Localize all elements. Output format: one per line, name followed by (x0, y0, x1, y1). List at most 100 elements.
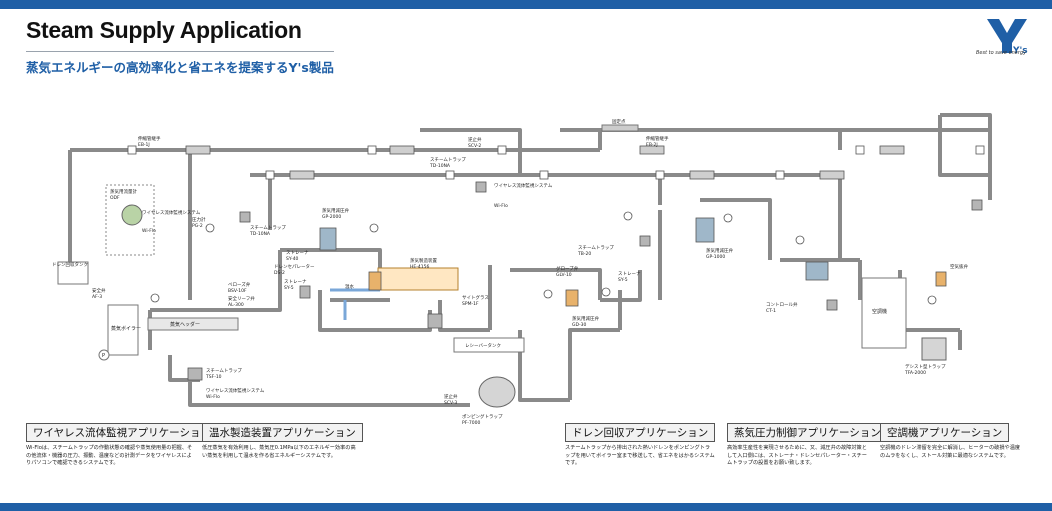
pipe-network (68, 113, 992, 407)
app-hot-water-title: 温水製造装置アプリケーション (202, 423, 363, 442)
bellows-valve-model: BSV-10F (228, 288, 247, 294)
app-drain-recovery-title: ドレン回収アプリケーション (565, 423, 716, 442)
app-wireless-desc: Wi-Floは、スチームトラップの作動状態の確認や蒸気使用量の把握、その他流体・… (26, 445, 193, 467)
steam-reducing-label: 蒸気用減圧弁 (322, 207, 349, 214)
steam-header (147, 317, 239, 331)
header-label: 蒸気ヘッダー (170, 321, 200, 328)
safety-valve-label: 安全弁 (92, 287, 106, 294)
wifio-2-label: Wi-Flo (494, 203, 508, 209)
fixed-point (601, 124, 639, 132)
check-valve-low-model: SCV-3 (444, 400, 457, 406)
steam-trap-bottom-model: TSF-10 (205, 374, 222, 380)
wireless-bottom-label: ワイヤレス流体監視システム (206, 387, 265, 394)
steam-trap-tb-label: スチームトラップ (578, 245, 614, 251)
logo-tagline: Best to save energy (976, 50, 1027, 56)
hot-water-lines (330, 288, 380, 320)
heater-label: 蒸気製造装置 (410, 257, 437, 264)
pressure-gauge-label: 圧力計 (192, 216, 206, 223)
flowmeter-callout (105, 184, 155, 256)
air-conditioner (861, 277, 907, 349)
app-pressure-control-title: 蒸気圧力制御アプリケーション (727, 423, 888, 442)
steam-trap-bottom-label: スチームトラップ (206, 368, 242, 374)
drain-tank-label: ドレン回収タンク (52, 261, 88, 268)
steam-reducing-3-label: 蒸気用減圧弁 (706, 247, 733, 254)
pressure-gauge-model: PG-2 (192, 223, 203, 229)
strainer3-model: SY-5 (618, 277, 628, 283)
app-wireless-title: ワイヤレス流体監視アプリケーション (26, 423, 218, 442)
steam-reducing-model: GP-2000 (322, 214, 341, 220)
steam-heater (377, 267, 459, 291)
strainer-label: ストレーナ (286, 250, 309, 256)
top-accent-bar (0, 0, 1052, 9)
pumping-trap-label: ポンピングトラップ (462, 413, 503, 420)
safety-relief-model: AL-300 (228, 302, 244, 308)
check-valve-model: SCV-2 (468, 143, 481, 149)
wifio-label: Wi-Flo (142, 228, 156, 234)
page-title: Steam Supply Application (26, 17, 302, 43)
drain-separator-label: ドレンセパレーター (274, 263, 315, 270)
control-valve-label: コントロール弁 (766, 301, 798, 308)
pumping-trap (478, 376, 516, 408)
check-valve-label: 逆止弁 (468, 136, 482, 143)
steam-trap-tb-model: TB-20 (577, 251, 591, 257)
app-hot-water: 温水製造装置アプリケーション 低圧蒸気を有効利用し、蒸気圧0.1MPa以下のエネ… (202, 421, 363, 460)
globe-valve-label: グローブ弁 (556, 265, 579, 272)
fixed-point-label: 固定点 (612, 118, 626, 125)
strainer3-label: ストレーナ (618, 271, 641, 277)
thermostatic-trap-model: TFA-2000 (904, 370, 926, 376)
flowmeter-model: ODF (110, 195, 120, 201)
steam-reducing-2-model: GD-30 (572, 322, 586, 328)
heater-model: HE-4156 (410, 264, 429, 270)
steam-trap-td-model: TD-10NA (249, 231, 271, 237)
flowmeter-icon (121, 204, 143, 226)
strainer2-model: SY-5 (284, 285, 294, 291)
pumping-trap-model: PF-7000 (462, 420, 481, 426)
sight-glass-model: SPM-1F (462, 301, 479, 307)
logo-text: Y's (1012, 46, 1028, 56)
bottom-accent-bar (0, 503, 1052, 511)
expansion-joint-1-model: EB-1J (138, 142, 150, 148)
hot-water-label: 温水 (345, 283, 354, 290)
wireless-2-label: ワイヤレス流体監視システム (494, 182, 553, 189)
app-pressure-control-desc: 高効率生産性を実現させるために、又、減圧弁の故障対策として入口側には、ストレーナ… (727, 445, 867, 467)
receiver-label: レシーバータンク (465, 342, 501, 349)
boiler-label: 蒸気ボイラー (111, 325, 141, 332)
steam-reducing-3-model: GP-1000 (706, 254, 725, 260)
strainer-model: SY-40 (286, 256, 299, 262)
air-conditioner-label: 空調機 (872, 308, 887, 315)
safety-valve-model: AF-3 (92, 294, 102, 300)
steam-trap-top-label: スチームトラップ (430, 157, 466, 163)
app-wireless: ワイヤレス流体監視アプリケーション Wi-Floは、スチームトラップの作動状態の… (26, 421, 218, 468)
wireless-label: ワイヤレス流体監視システム (142, 209, 201, 216)
app-hot-water-desc: 低圧蒸気を有効利用し、蒸気圧0.1MPa以下のエネルギー効率の高い蒸気を利用して… (202, 445, 356, 459)
control-valve-model: CT-1 (766, 308, 776, 314)
air-vent-label: 空気抜弁 (950, 263, 968, 270)
steam-trap-top-model: TD-10NA (429, 163, 451, 169)
pump-icon (98, 349, 110, 361)
drain-tank (57, 261, 89, 285)
expansion-joint-2-model: EB-2J (646, 142, 658, 148)
check-valve-low-label: 逆止弁 (444, 393, 458, 400)
flowmeter-label: 蒸気用流量計 (110, 188, 137, 195)
thermostatic-trap (921, 337, 947, 361)
pump-label: P (102, 353, 105, 359)
drain-separator-model: DS-2 (274, 270, 285, 276)
app-drain-recovery-desc: スチームトラップから排出された熱いドレンをポンピングトラップを用いてボイラー室ま… (565, 445, 715, 467)
expansion-joint-2-label: 伸縮管継手 (646, 135, 669, 142)
steam-trap-td-label: スチームトラップ (250, 225, 286, 231)
receiver-tank (453, 337, 525, 353)
ys-logo: Y's (987, 19, 1028, 56)
app-air-conditioner-title: 空調機アプリケーション (880, 423, 1010, 442)
expansion-joint-1-label: 伸縮管継手 (138, 135, 161, 142)
globe-valve-model: GLV-10 (556, 272, 572, 278)
title-divider (26, 51, 334, 52)
app-drain-recovery: ドレン回収アプリケーション スチームトラップから排出された熱いドレンをポンピング… (565, 421, 716, 468)
page-subtitle: 蒸気エネルギーの高効率化と省エネを提案するY's製品 (26, 60, 334, 75)
boiler-body (107, 304, 139, 356)
app-air-conditioner-desc: 空調機のドレン滞留を完全に解消し、ヒーターの破損や温度のムラをなくし、ストール対… (880, 445, 1021, 459)
bellows-valve-label: ベローズ弁 (228, 281, 251, 288)
wifio-bottom-label: Wi-Flo (206, 394, 220, 400)
strainer2-label: ストレーナ (284, 279, 307, 285)
steam-reducing-2-label: 蒸気用減圧弁 (572, 315, 599, 322)
thermostatic-trap-label: デシスト型トラップ (905, 363, 946, 370)
